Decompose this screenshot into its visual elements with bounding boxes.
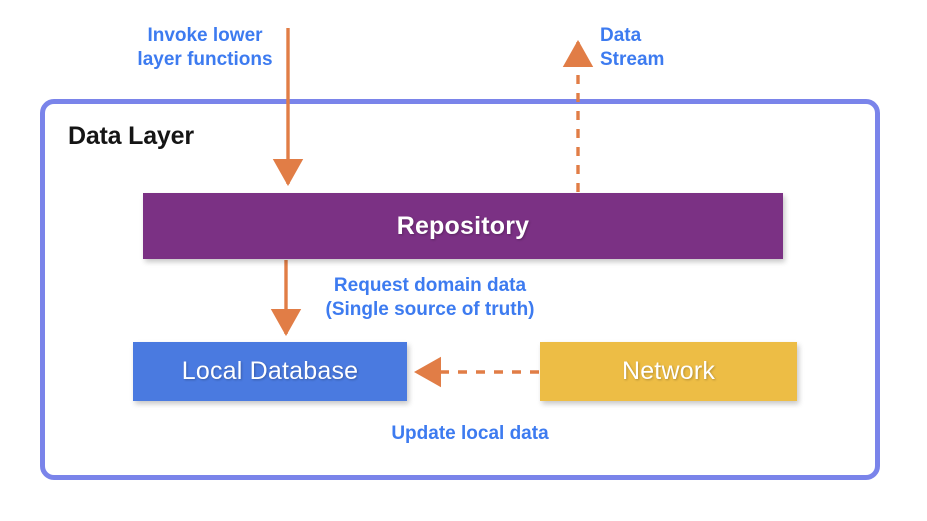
box-network[interactable]: Network [540, 342, 797, 401]
label-request-domain-data: Request domain data (Single source of tr… [325, 275, 535, 320]
box-network-label: Network [621, 357, 716, 385]
data-layer-title: Data Layer [68, 122, 194, 150]
label-update-local-data: Update local data [391, 423, 549, 444]
box-repository[interactable]: Repository [143, 193, 783, 259]
box-repository-label: Repository [396, 211, 530, 240]
label-data-stream: Data Stream [600, 25, 665, 70]
label-invoke-lower-layer-functions: Invoke lower layer functions [137, 25, 273, 70]
box-local-database[interactable]: Local Database [133, 342, 407, 401]
box-local-database-label: Local Database [181, 357, 359, 385]
data-layer-container [40, 99, 880, 480]
